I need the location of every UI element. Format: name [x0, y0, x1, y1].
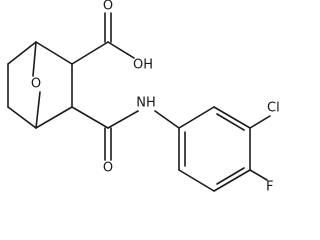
- bond-ar4-f: [249, 169, 268, 181]
- bond-ar-inner-2: [216, 167, 245, 185]
- bond-ar2-ar3: [213, 106, 251, 129]
- halogen-substituents: [249, 115, 271, 181]
- atom-label-amide-carbonyl-oxygen: O: [103, 161, 113, 176]
- atom-label-chlorine: Cl: [267, 101, 280, 116]
- bond-c3-c4: [35, 106, 73, 129]
- bond-amide-c-n: [107, 110, 139, 129]
- bond-ar4-ar5: [213, 169, 251, 192]
- bond-acid-c-oh: [107, 41, 135, 59]
- bond-o-bridge-c4: [35, 91, 41, 129]
- atom-label-fluorine: F: [266, 180, 273, 195]
- molecule-structure: O OH O NH O Cl F: [7, 0, 280, 195]
- atom-label-hydroxyl: OH: [133, 58, 153, 73]
- atom-label-bridge-oxygen: O: [31, 77, 41, 92]
- bond-ar-inner-1: [216, 113, 245, 131]
- bond-c1-c2: [35, 41, 73, 65]
- bond-c1-o-bridge: [32, 41, 37, 77]
- amide-group: [71, 106, 180, 161]
- bond-c4-c5: [7, 106, 37, 129]
- bond-c3-amide-carbon: [71, 106, 109, 129]
- bond-ar1-ar2: [178, 106, 215, 129]
- benzene-ring: [178, 106, 251, 192]
- atom-label-amide-nh: NH: [136, 96, 156, 111]
- carboxylic-acid-group: [71, 12, 135, 65]
- bond-ar3-cl: [249, 115, 271, 129]
- bond-c2-acid-carbon: [71, 41, 109, 65]
- bond-c6-c1: [7, 41, 37, 65]
- atom-label-acid-carbonyl-oxygen: O: [103, 0, 113, 14]
- bicyclic-core: [7, 41, 73, 129]
- bond-ar5-ar6: [178, 169, 215, 192]
- bond-n-aryl: [154, 110, 180, 129]
